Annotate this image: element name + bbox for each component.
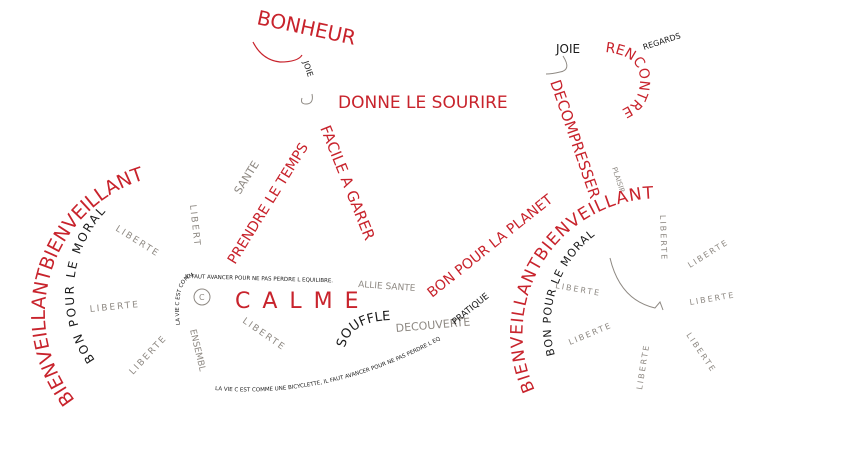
rear-spoke-5: LIBERTE xyxy=(240,316,287,353)
front-spoke-5: LIBERTE xyxy=(658,215,669,262)
saddle: BONHEUR JOIE xyxy=(252,5,358,105)
crank-symbol: C xyxy=(199,293,205,302)
saddle-hanger-word: JOIE xyxy=(301,59,315,78)
rear-spoke-4: LIBERTE xyxy=(128,333,170,377)
saddle-word: BONHEUR xyxy=(255,5,358,49)
front-brake-cable xyxy=(609,257,664,311)
allie-sante-tag: ALLIE SANTE xyxy=(358,280,416,294)
handlebar-joie: JOIE xyxy=(555,42,580,56)
crank-circle xyxy=(193,288,211,306)
rear-spoke-3: LIBERTE xyxy=(89,300,140,315)
decouverte-tag: DECOUVERTE xyxy=(395,316,471,335)
front-spoke-7: LIBERTE xyxy=(686,238,730,270)
top-tube-word: DONNE LE SOURIRE xyxy=(338,93,508,113)
front-spoke-3: LIBERTE xyxy=(635,343,651,390)
chain-top-text: IL FAUT AVANCER POUR NE PAS PERDRE L EQU… xyxy=(185,274,333,284)
chain-left-text: LA VIE C EST COMME UNE BICYCLETTE. xyxy=(0,0,195,325)
handlebar-regards: REGARDS xyxy=(642,31,682,52)
chain-stay-word: CALME xyxy=(235,289,371,314)
rear-spoke-2: LIBERTE xyxy=(113,224,161,259)
fork-word: BON POUR LA PLANETE xyxy=(0,0,556,301)
seat-post-hook xyxy=(301,93,313,105)
chain: IL FAUT AVANCER POUR NE PAS PERDRE L EQU… xyxy=(0,0,442,393)
pratique-tag: PRATIQUE xyxy=(451,291,492,327)
handlebar-curve xyxy=(545,55,568,75)
front-spoke-4: LIBERTE xyxy=(684,331,717,374)
front-spoke-1: LIBERTE xyxy=(555,281,602,298)
head-tube-word: DECOMPRESSER xyxy=(546,77,604,200)
rear-rim-word: BIENVEILLANTBIENVEILLANT xyxy=(28,163,146,410)
sante-tag: SANTE xyxy=(232,159,262,197)
saddle-curve xyxy=(252,41,303,63)
handlebar-rencontre: RENCONTRE xyxy=(605,40,653,120)
front-spoke-6: LIBERTE xyxy=(689,290,736,306)
chain-bottom-text: LA VIE C EST COMME UNE BICYCLETTE, IL FA… xyxy=(0,0,442,393)
rear-wheel: BIENVEILLANTBIENVEILLANT BON POUR LE MOR… xyxy=(0,0,287,410)
down-tube-word: FACILE A GARER xyxy=(316,123,378,243)
seat-tube-word: PRENDRE LE TEMPS xyxy=(225,140,312,267)
front-spoke-2: LIBERTE xyxy=(567,321,613,347)
